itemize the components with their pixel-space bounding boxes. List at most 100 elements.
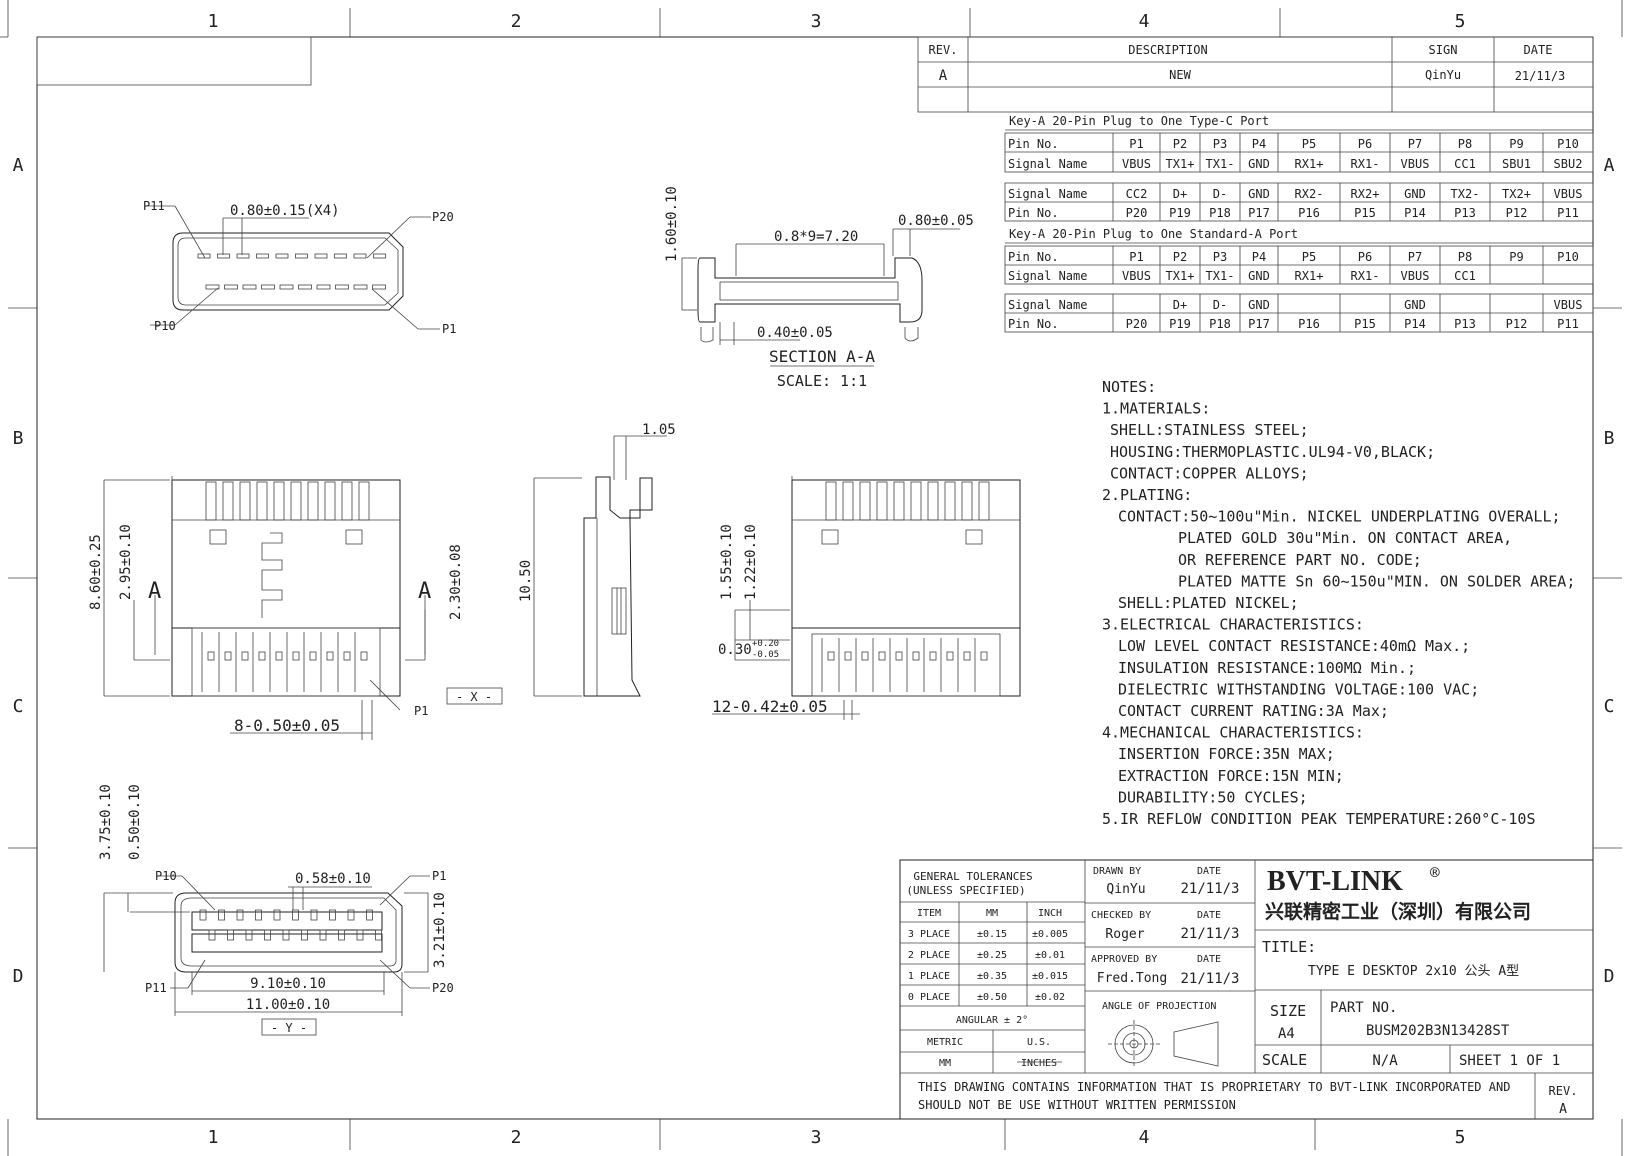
label-bottom-p11: P11 <box>145 981 167 995</box>
pin-table-row-label: Signal Name <box>1008 298 1087 312</box>
pin-table-row-label: Pin No. <box>1008 137 1059 151</box>
pin-table-cell: GND <box>1248 298 1270 312</box>
dim-bottom-inner: 9.10±0.10 <box>250 976 326 992</box>
note-line: DIELECTRIC WITHSTANDING VOLTAGE:100 VAC; <box>1118 680 1479 698</box>
note-line: LOW LEVEL CONTACT RESISTANCE:40mΩ Max.; <box>1118 637 1470 655</box>
drawn-date-label: DATE <box>1197 866 1221 877</box>
contact-pin <box>224 284 238 290</box>
pin-table-cell: CC2 <box>1126 187 1148 201</box>
tolerance-cell: 0 PLACE <box>908 992 950 1003</box>
pin-table-cell: P11 <box>1557 206 1579 220</box>
projection-label: ANGLE OF PROJECTION <box>1102 1001 1216 1012</box>
scale-label: SCALE <box>1262 1051 1307 1069</box>
pin-table-cell: P5 <box>1302 250 1316 264</box>
dim-bottom-pitch: 0.58±0.10 <box>295 871 371 887</box>
label-p11: P11 <box>143 199 165 213</box>
contact-slot <box>343 651 351 661</box>
pin-table-cell: SBU1 <box>1502 157 1531 171</box>
zone-col-5-bottom: 5 <box>1455 1127 1466 1148</box>
datum-x: - X - <box>456 690 492 704</box>
drawn-date-value: 21/11/3 <box>1180 881 1239 897</box>
solder-tail <box>324 481 336 521</box>
part-no-label: PART NO. <box>1330 1000 1397 1016</box>
pin-table-cell: P7 <box>1408 137 1422 151</box>
pin-table-cell: P8 <box>1458 137 1472 151</box>
contact-slot <box>929 651 937 661</box>
solder-tail <box>290 481 302 521</box>
side-view: 10.50 1.05 <box>518 422 676 697</box>
contact-slot <box>275 651 283 661</box>
dim-front-h3: 2.30±0.08 <box>448 544 464 620</box>
contact-slot <box>895 651 903 661</box>
solder-tail <box>876 481 888 521</box>
rev-header: REV. <box>929 43 958 57</box>
dim-bottom-h2: 0.50±0.10 <box>127 784 143 860</box>
solder-tail <box>358 481 370 521</box>
approved-date-value: 21/11/3 <box>1180 971 1239 987</box>
mm-label: MM <box>939 1058 951 1069</box>
tolerances-subtitle: (UNLESS SPECIFIED) <box>906 884 1025 897</box>
checked-date-value: 21/11/3 <box>1180 926 1239 942</box>
contact-pin <box>295 253 308 259</box>
sign-header: SIGN <box>1429 43 1458 57</box>
pin-table-cell: P3 <box>1213 250 1227 264</box>
tolerance-cell: ±0.01 <box>1035 950 1065 961</box>
contact-pin <box>366 909 373 921</box>
pin-table-cell: GND <box>1248 157 1270 171</box>
note-line: DURABILITY:50 CYCLES; <box>1118 788 1308 806</box>
pin-table-cell: P5 <box>1302 137 1316 151</box>
note-line: NOTES: <box>1102 378 1156 396</box>
dim-side-height: 10.50 <box>518 560 534 602</box>
pin-table-row-label: Pin No. <box>1008 206 1059 220</box>
dim-front-height: 8.60±0.25 <box>88 534 104 610</box>
contact-pin <box>208 929 216 941</box>
solder-tail <box>307 481 319 521</box>
pin-table-cell: P6 <box>1358 137 1372 151</box>
contact-slot <box>207 651 215 661</box>
pin-table-row-label: Signal Name <box>1008 269 1087 283</box>
pin-table-cell: VBUS <box>1554 298 1583 312</box>
contact-pin <box>319 929 327 941</box>
brand-logo: BVT-LINK <box>1267 866 1403 897</box>
pin-table-cell: P12 <box>1506 317 1528 331</box>
dim-bottom-right: 3.21±0.10 <box>432 892 448 968</box>
dim-back-pitch: 12-0.42±0.05 <box>712 697 828 716</box>
approved-by-value: Fred.Tong <box>1097 971 1167 986</box>
contact-pin <box>199 909 207 921</box>
contact-pin <box>329 909 336 921</box>
contact-pin <box>292 909 299 921</box>
zone-row-c-right: C <box>1604 696 1615 717</box>
datum-y: - Y - <box>271 1021 307 1035</box>
contact-pin <box>279 284 294 290</box>
drawing-title: TYPE E DESKTOP 2x10 公头 A型 <box>1308 964 1519 979</box>
part-no-value: BUSM202B3N13428ST <box>1366 1023 1510 1039</box>
zone-row-a-left: A <box>13 155 24 176</box>
pin-table-cell: P11 <box>1557 317 1579 331</box>
note-line: EXTRACTION FORCE:15N MIN; <box>1118 767 1344 785</box>
contact-pin <box>264 929 271 941</box>
note-line: CONTACT CURRENT RATING:3A Max; <box>1118 702 1389 720</box>
contact-pin <box>242 284 257 290</box>
tolerance-cell: ±0.50 <box>977 992 1007 1003</box>
pin-table-cell: P2 <box>1173 250 1187 264</box>
mating-face-view: 0.80±0.15(X4) P11 P20 P10 P1 <box>143 199 456 336</box>
dim-bottom-outer: 11.00±0.10 <box>246 997 330 1013</box>
solder-tail <box>825 481 837 521</box>
pin-table-cell: P1 <box>1129 250 1143 264</box>
note-line: OR REFERENCE PART NO. CODE; <box>1178 551 1422 569</box>
tol-header-inch: INCH <box>1038 908 1062 919</box>
drawn-by-label: DRAWN BY <box>1093 866 1141 877</box>
contact-slot <box>309 651 317 661</box>
pin-table-cell: P20 <box>1126 317 1148 331</box>
tolerance-cell: 2 PLACE <box>908 950 950 961</box>
solder-tail <box>239 481 251 521</box>
contact-slot <box>844 651 852 661</box>
pin-table-cell: TX1+ <box>1166 157 1195 171</box>
dim-back-tol-minus: -0.05 <box>752 650 779 660</box>
pin-table-cell: VBUS <box>1554 187 1583 201</box>
angular-tolerance: ANGULAR ± 2° <box>956 1015 1028 1026</box>
contact-pin <box>373 253 386 259</box>
solder-tail <box>205 481 217 521</box>
pin-table-cell: P4 <box>1252 137 1266 151</box>
